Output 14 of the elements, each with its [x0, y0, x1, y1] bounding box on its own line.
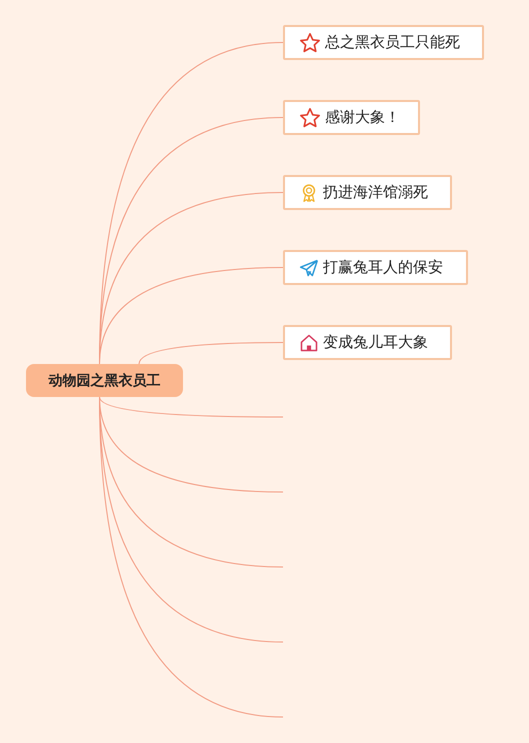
- connector-line: [99, 267, 284, 364]
- topic-text: 变成兔儿耳大象: [323, 333, 428, 352]
- topic-text: 总之黑衣员工只能死: [325, 33, 460, 52]
- topic-box: [283, 175, 452, 210]
- central-topic: 动物园之黑衣员工: [26, 364, 183, 397]
- topic-text: 扔进海洋馆溺死: [323, 183, 428, 202]
- connector-line: [138, 342, 284, 364]
- topic-text: 感谢大象！: [325, 108, 400, 127]
- connector-line: [99, 396, 284, 418]
- topic-box: [283, 100, 420, 135]
- topic-box: [283, 325, 452, 360]
- topic-text: 打赢兔耳人的保安: [323, 258, 443, 277]
- topic-box: [283, 250, 468, 285]
- topic-box: [283, 25, 484, 60]
